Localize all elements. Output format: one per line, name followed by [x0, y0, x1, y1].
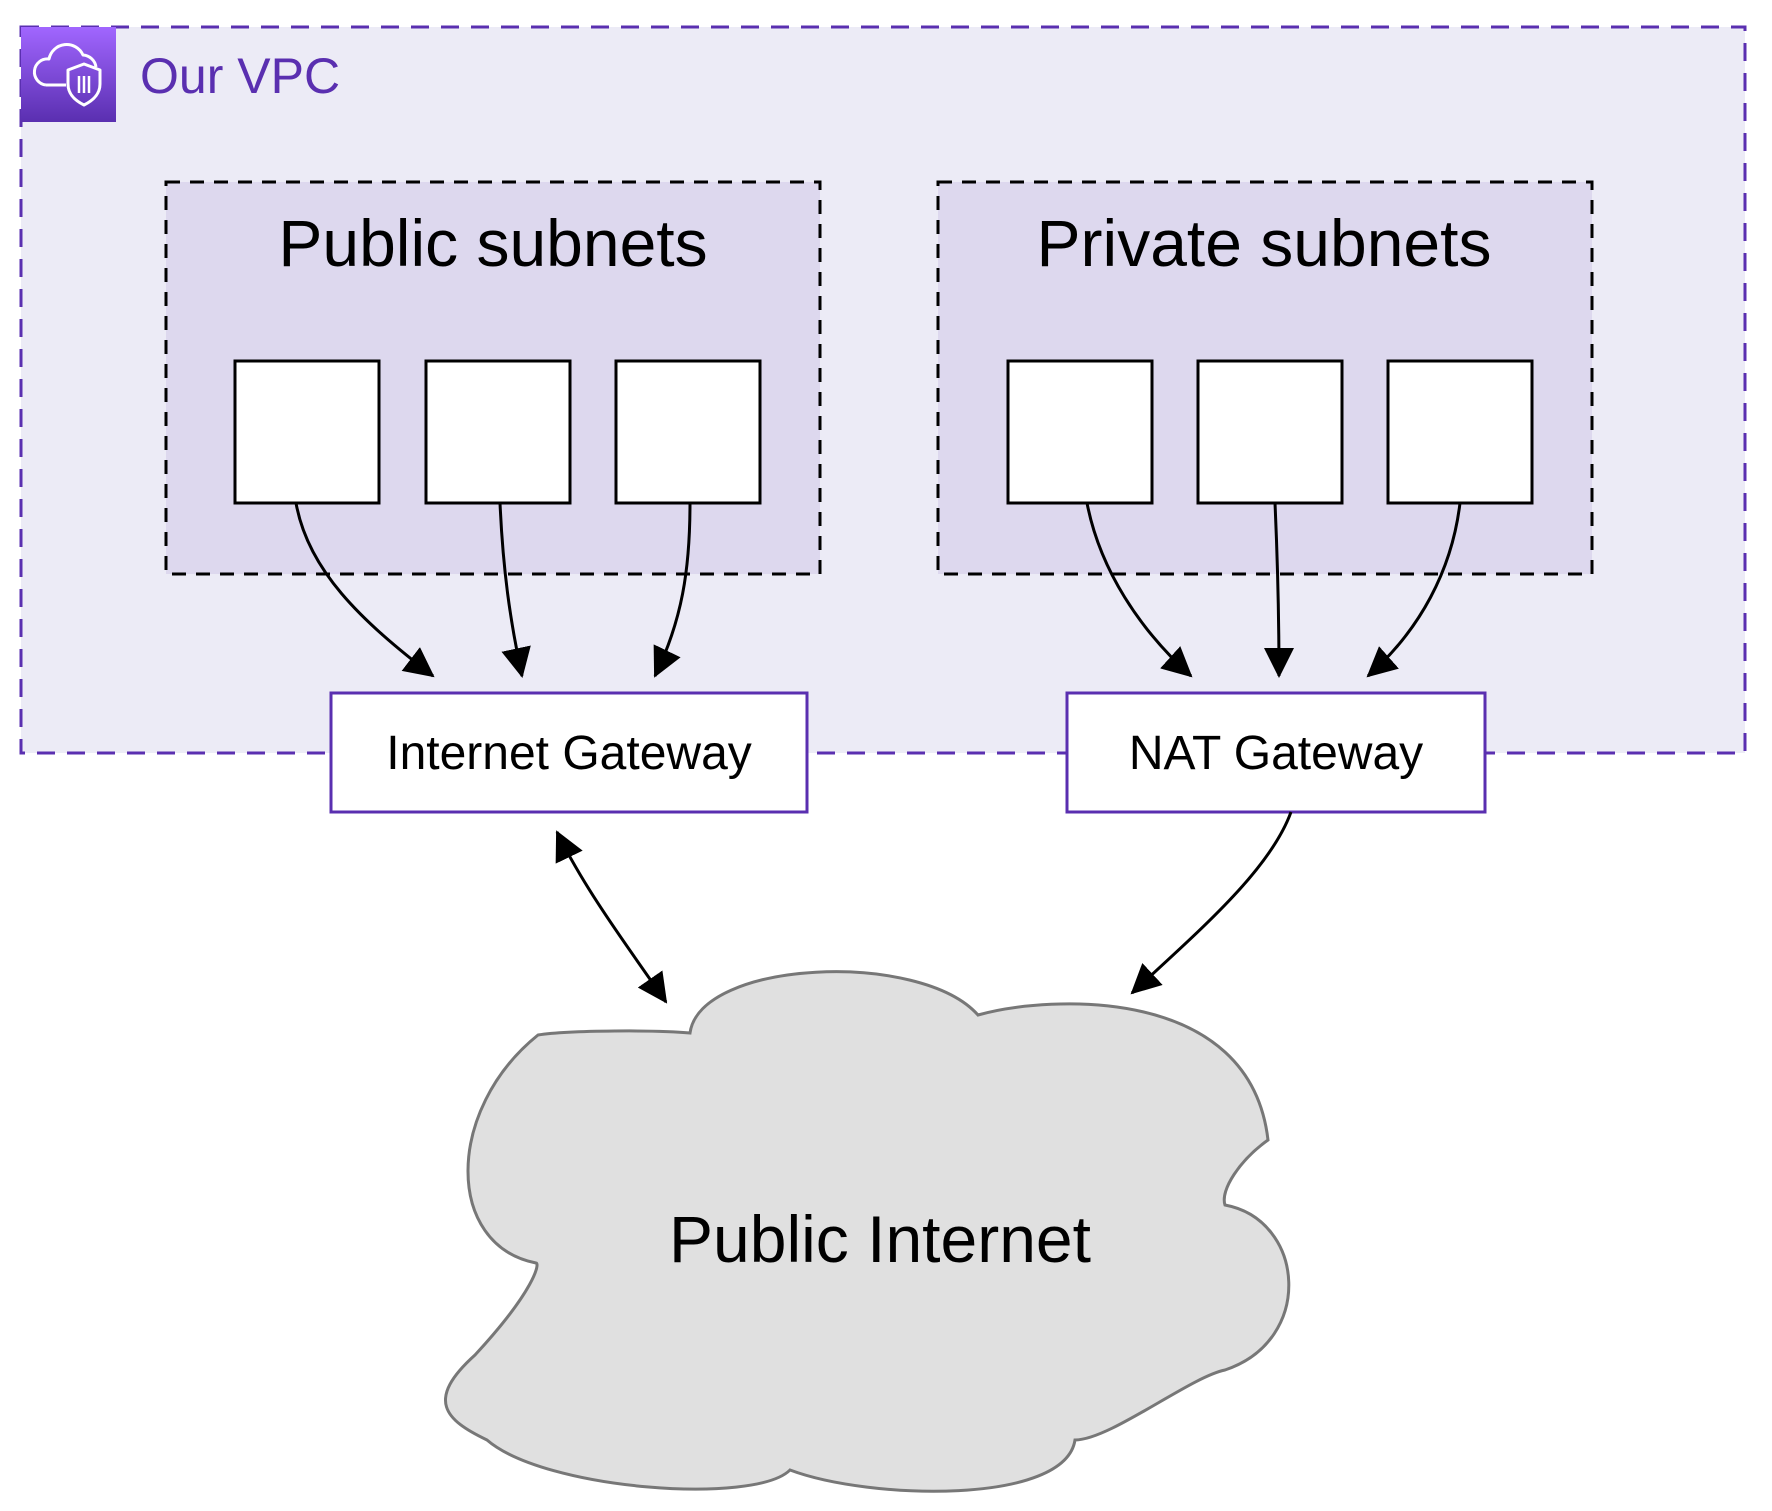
arrow-public-2-to-igw	[498, 502, 531, 678]
internet-gateway-box	[329, 691, 809, 814]
public-internet-cloud: Public Internet	[444, 970, 1291, 1493]
cloud-shield-icon	[21, 27, 116, 122]
public-to-igw-arrows	[294, 502, 692, 678]
public-subnet-instance-2	[424, 359, 572, 505]
arrow-private-2-to-nat	[1263, 502, 1294, 678]
public-subnet-instance-3	[614, 359, 762, 505]
arrow-igw-internet-bidirectional	[555, 830, 668, 1004]
vpc-title: Our VPC	[140, 48, 340, 104]
private-subnet-instance-1	[1006, 359, 1154, 505]
nat-gateway-label: NAT Gateway	[1129, 727, 1423, 780]
public-subnet-instance-1	[233, 359, 381, 505]
private-to-nat-arrows	[1085, 502, 1462, 678]
nat-gateway-box	[1065, 691, 1487, 814]
arrow-public-3-to-igw	[653, 502, 692, 678]
public-subnets-group: Public subnets	[164, 180, 822, 576]
private-subnets-group: Private subnets	[936, 180, 1594, 576]
cloud-shape	[444, 970, 1291, 1493]
arrow-public-1-to-igw	[294, 502, 435, 678]
private-subnets-title: Private subnets	[1037, 206, 1492, 280]
nat-gateway: NAT Gateway	[1065, 691, 1487, 814]
arrow-private-3-to-nat	[1366, 502, 1462, 678]
arrow-nat-to-internet	[1130, 811, 1293, 995]
internet-gateway-label: Internet Gateway	[386, 727, 752, 780]
internet-gateway: Internet Gateway	[329, 691, 809, 814]
public-subnets-title: Public subnets	[278, 206, 707, 280]
private-subnet-instance-3	[1386, 359, 1534, 505]
public-internet-label: Public Internet	[669, 1202, 1091, 1276]
arrow-private-1-to-nat	[1085, 502, 1193, 678]
private-subnet-instance-2	[1196, 359, 1344, 505]
